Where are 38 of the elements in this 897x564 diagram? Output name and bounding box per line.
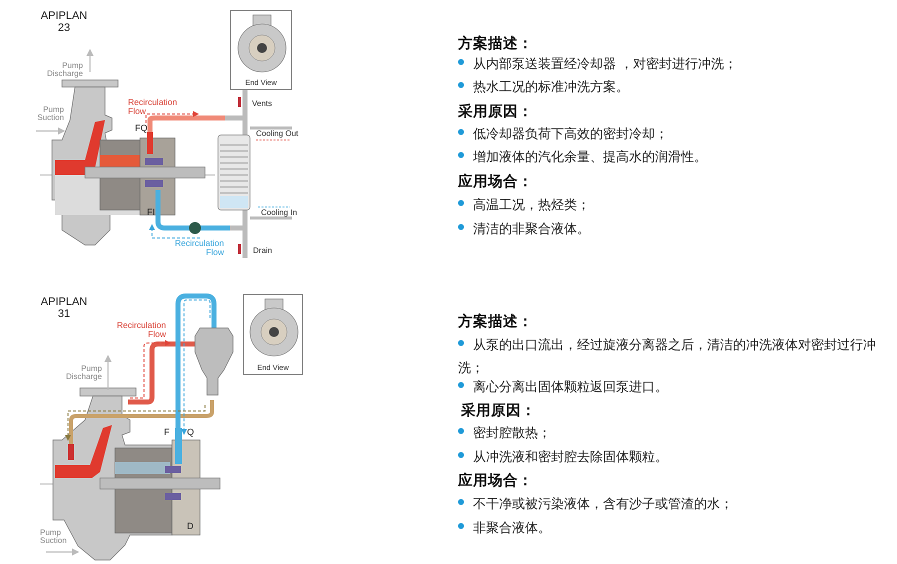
flow-label: Recirculation Flow: [174, 239, 224, 257]
bullet-item: 从冲洗液和密封腔去除固体颗粒。: [458, 451, 668, 465]
port-label: Q: [187, 428, 194, 438]
flow-label: Pump Discharge: [64, 365, 102, 382]
flow-label: Recirculation Flow: [128, 98, 178, 116]
port-label: F: [164, 428, 170, 438]
bullet-item: 密封腔散热；: [458, 427, 551, 441]
bullet-item: 清洁的非聚合液体。: [458, 223, 590, 237]
port-label: FQ: [135, 124, 148, 134]
part-label: Cooling Out: [256, 130, 298, 138]
flow-label: Recirculation Flow: [116, 321, 166, 339]
plan-title: APIPLAN 23: [40, 11, 88, 34]
part-label: Vents: [252, 100, 272, 108]
bullet-item: 从泵的出口流出，经过旋液分离器之后，清洁的冲洗液体对密封过行冲洗；: [458, 337, 876, 378]
bullet-item: 从内部泵送装置经冷却器 ，对密封进行冲洗；: [458, 58, 738, 72]
bullet-item: 非聚合液体。: [458, 522, 551, 536]
section-heading: 采用原因：: [458, 105, 533, 120]
section-heading: 应用场合：: [458, 474, 533, 490]
part-label: Drain: [253, 247, 272, 256]
bullet-item: 低冷却器负荷下高效的密封冷却；: [458, 128, 668, 142]
section-heading: 方案描述：: [458, 315, 533, 330]
section-heading: 采用原因：: [461, 404, 536, 420]
bullet-item: 高温工况，热烃类；: [458, 199, 590, 213]
end-view-box: [243, 294, 303, 375]
plan-title: APIPLAN 31: [40, 297, 88, 320]
part-label: Cooling In: [261, 209, 298, 218]
port-label: D: [187, 522, 194, 532]
section-heading: 方案描述：: [458, 37, 533, 52]
bullet-item: 增加液体的汽化余量、提高水的润滑性。: [458, 151, 707, 165]
bullet-item: 不干净或被污染液体，含有沙子或管渣的水；: [458, 498, 733, 512]
bullet-item: 热水工况的标准冲洗方案。: [458, 81, 629, 95]
flow-label: Pump Discharge: [46, 62, 83, 79]
section-heading: 应用场合：: [458, 175, 533, 190]
flow-label: Pump Suction: [40, 529, 68, 546]
bullet-item: 离心分离出固体颗粒返回泵进口。: [458, 381, 668, 395]
flow-label: Pump Suction: [36, 106, 64, 123]
port-label: FI: [147, 208, 155, 218]
end-view-box: [230, 10, 292, 90]
